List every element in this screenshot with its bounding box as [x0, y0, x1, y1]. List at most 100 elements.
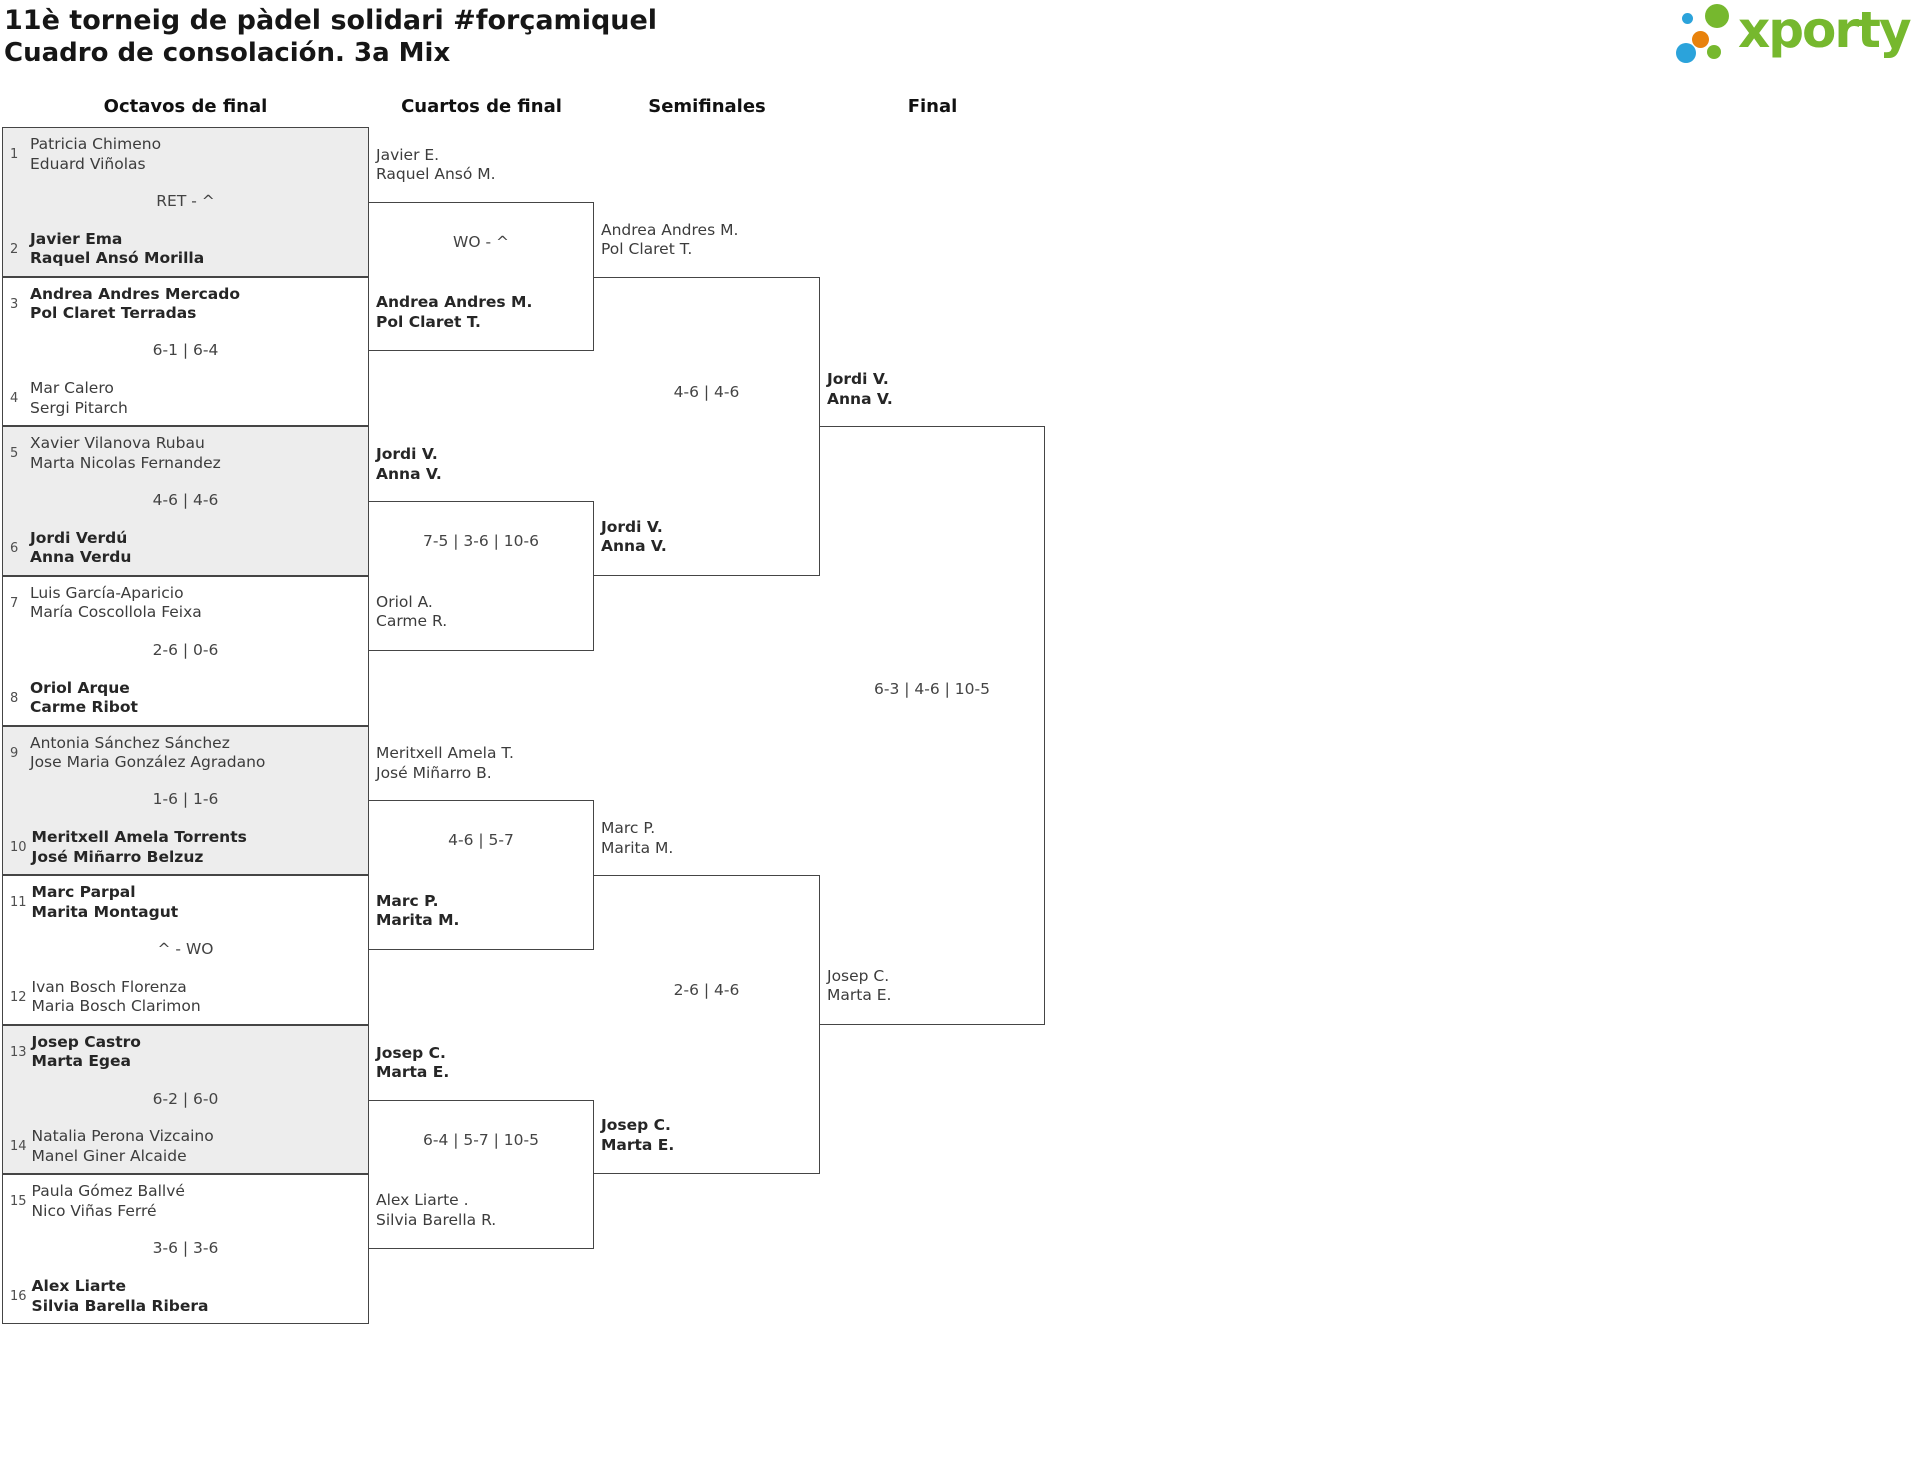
match-cuartos-3: Meritxell Amela T.José Miñarro B. 4-6 | … [369, 744, 594, 950]
logo-dot-blue-large [1676, 43, 1696, 63]
match-cuartos-1: Javier E.Raquel Ansó M. WO - ^ Andrea An… [369, 146, 594, 352]
match-score: 4-6 | 4-6 [152, 491, 219, 510]
match-cuartos-4: Josep C.Marta E. 6-4 | 5-7 | 10-5 Alex L… [369, 1044, 594, 1250]
team-name: Alex Liarte .Silvia Barella R. [376, 1191, 497, 1229]
seed-number: 3 [10, 296, 19, 312]
logo-dot-blue-small [1682, 13, 1693, 24]
match-final: Jordi V.Anna V. 6-3 | 4-6 | 10-5 Josep C… [820, 370, 1045, 1025]
team-name-winner: Jordi V.Anna V. [376, 445, 442, 483]
seed-number: 16 [10, 1289, 27, 1305]
seed-number: 7 [10, 595, 19, 611]
match-score: 6-1 | 6-4 [152, 341, 219, 360]
match-cuartos-2: Jordi V.Anna V. 7-5 | 3-6 | 10-6 Oriol A… [369, 445, 594, 651]
match-score: 3-6 | 3-6 [152, 1239, 219, 1258]
match-semifinal-1: Andrea Andres M.Pol Claret T. 4-6 | 4-6 … [594, 221, 820, 576]
team-name: Oriol A.Carme R. [376, 592, 448, 631]
match-score: 7-5 | 3-6 | 10-6 [423, 532, 539, 551]
match-score: 4-6 | 4-6 [673, 382, 740, 401]
seed-number: 12 [10, 989, 27, 1005]
round-header-semifinales: Semifinales [648, 96, 766, 117]
match-semifinal-2: Marc P.Marita M. 2-6 | 4-6 Josep C.Marta… [594, 819, 820, 1175]
match-score: 6-2 | 6-0 [152, 1089, 219, 1108]
team-name: Meritxell Amela T.José Miñarro B. [376, 744, 514, 782]
seed-number: 1 [10, 147, 19, 162]
seed-number: 15 [10, 1194, 27, 1210]
logo-dot-green-large [1705, 4, 1729, 28]
match-score: 2-6 | 4-6 [673, 981, 740, 1000]
seed-number: 6 [10, 540, 19, 556]
logo-dot-orange [1692, 31, 1709, 48]
match-score: 6-3 | 4-6 | 10-5 [874, 680, 990, 699]
round-header-cuartos: Cuartos de final [401, 96, 562, 117]
match-score: 1-6 | 1-6 [152, 790, 219, 809]
match-score: ^ - WO [157, 939, 214, 958]
seed-number: 2 [10, 241, 19, 257]
tournament-title: 11è torneig de pàdel solidari #forçamiqu… [4, 5, 658, 36]
match-score: 6-4 | 5-7 | 10-5 [423, 1130, 539, 1149]
team-name-winner: Marc P.Marita M. [376, 891, 460, 930]
round-header-octavos: Octavos de final [103, 96, 268, 117]
match-score: RET - ^ [156, 191, 215, 210]
team-name-winner: Josep C.Marta E. [601, 1116, 675, 1154]
match-score: WO - ^ [453, 232, 509, 251]
match-score: 4-6 | 5-7 [448, 831, 514, 850]
round-header-final: Final [907, 96, 958, 117]
team-name: Javier E.Raquel Ansó M. [376, 145, 496, 184]
team-name-winner: Josep C.Marta E. [376, 1043, 450, 1082]
logo-dot-green-small [1707, 45, 1721, 59]
xporty-logo[interactable]: xporty [1670, 1, 1920, 70]
bracket-subtitle: Cuadro de consolación. 3a Mix [4, 38, 451, 68]
team-name-winner: Jordi V.Anna V. [827, 370, 893, 408]
team-name-winner: Andrea Andres M.Pol Claret T. [376, 293, 533, 331]
team-name: Josep C.Marta E. [827, 966, 892, 1005]
page-title: 11è torneig de pàdel solidari #forçamiqu… [4, 4, 657, 69]
seed-number: 9 [10, 745, 19, 761]
match-score: 2-6 | 0-6 [152, 640, 219, 659]
seed-number: 4 [10, 391, 19, 407]
seed-number: 13 [10, 1044, 27, 1060]
team-name: Marc P.Marita M. [601, 819, 674, 857]
logo-wordmark: xporty [1738, 1, 1912, 59]
seed-number: 10 [10, 840, 27, 856]
